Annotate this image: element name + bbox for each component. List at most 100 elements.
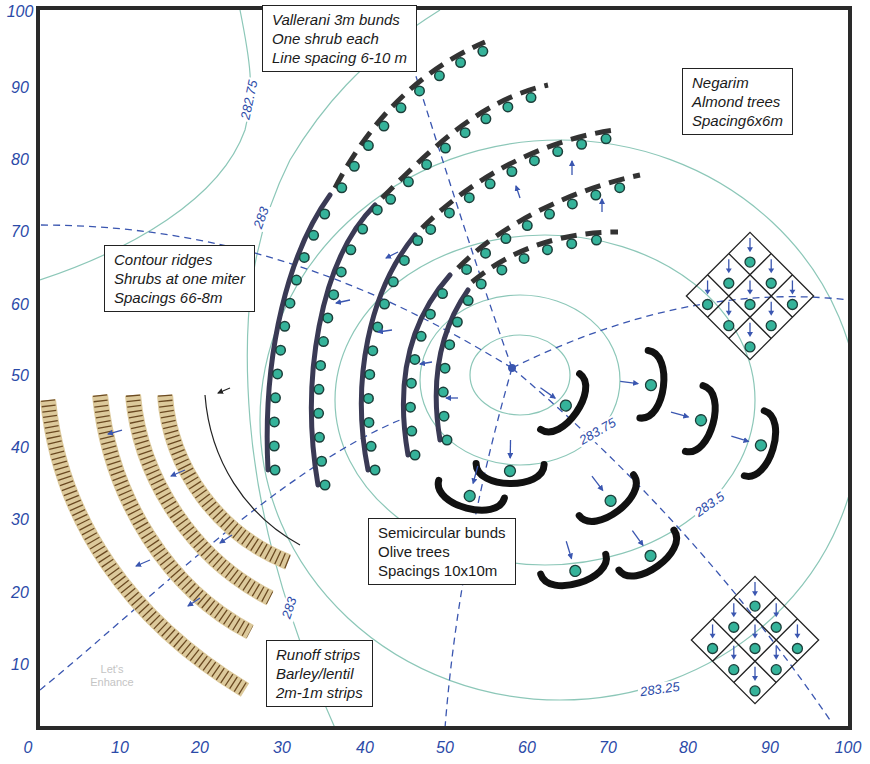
runoff-strip-ground	[48, 395, 288, 690]
flow-arrow	[188, 598, 200, 606]
summit-point	[508, 364, 516, 372]
negarim-cell	[734, 323, 765, 354]
axis-number: 20	[11, 584, 29, 602]
flow-arrow	[378, 330, 392, 332]
negarim-cell	[761, 603, 792, 634]
flow-arrow	[108, 430, 122, 434]
axis-number: 20	[191, 739, 209, 757]
box-text: Runoff strips Barley/lentil 2m-1m strips	[276, 645, 363, 702]
axis-number: 100	[835, 739, 862, 757]
negarim-cell	[697, 624, 728, 655]
axis-number: 60	[518, 739, 536, 757]
contour-label: 282.75	[238, 77, 262, 123]
semicircular-bund	[662, 379, 722, 456]
axis-number: 80	[11, 151, 29, 169]
flow-lines	[40, 10, 848, 726]
contour-label: 283	[279, 593, 301, 622]
contour-ridge	[267, 195, 468, 485]
semicircular-bund	[521, 360, 596, 441]
practice-box: Negarim Almond trees Spacing6x6m	[682, 68, 793, 135]
semicircular-bund	[721, 404, 782, 482]
shrub-dot	[274, 195, 475, 485]
negarim-cell	[777, 280, 808, 311]
shrub-outline	[338, 49, 643, 289]
flow-arrow	[571, 161, 572, 175]
contour-label: 283.5	[691, 488, 730, 521]
contour-lines	[40, 10, 848, 726]
axis-number: 90	[11, 79, 29, 97]
axis-number: 90	[761, 739, 779, 757]
negarim-cell	[718, 603, 749, 634]
box-text: Negarim Almond trees Spacing6x6m	[692, 73, 783, 130]
negarim-cell	[718, 646, 749, 677]
negarim-grid	[686, 232, 813, 359]
shrub-dot	[338, 49, 643, 289]
negarim-ridges	[691, 576, 818, 703]
axis-number: 10	[111, 739, 129, 757]
axis-number: 80	[679, 739, 697, 757]
semicircular-bund	[616, 348, 667, 421]
negarim-cell	[713, 259, 744, 290]
flow-arrow	[171, 470, 185, 476]
contour-label: 283	[251, 203, 274, 232]
axis-number: 50	[11, 367, 29, 385]
runoff-boundary-line	[205, 395, 300, 545]
map-body	[40, 10, 848, 726]
negarim-cell	[739, 667, 770, 698]
flow-arrow	[420, 362, 432, 364]
runoff-strip-hatch	[48, 395, 288, 690]
semicircular-bund	[565, 456, 645, 532]
flow-arrow	[136, 560, 150, 566]
negarim-cell	[692, 280, 723, 311]
semicircular-bund	[534, 531, 612, 592]
negarim-cell	[761, 646, 792, 677]
negarim-cell	[734, 280, 765, 311]
axis-number: 40	[356, 739, 374, 757]
pointer-arrow	[218, 388, 230, 393]
axis-number: 100	[7, 3, 34, 21]
negarim-cell	[739, 624, 770, 655]
axis-number: 50	[436, 739, 454, 757]
watermark: Let's Enhance	[86, 663, 138, 688]
flow-arrow	[516, 186, 520, 198]
box-text: Contour ridges Shrubs at one miter Spaci…	[114, 250, 245, 307]
flow-arrow	[336, 300, 350, 303]
negarim-cell	[734, 238, 765, 269]
axis-number: 40	[11, 439, 29, 457]
flow-arrow	[601, 199, 602, 212]
axis-number: 30	[273, 739, 291, 757]
negarim-cell	[756, 259, 787, 290]
flow-arrow	[446, 397, 458, 398]
box-text: Vallerani 3m bunds One shrub each Line s…	[272, 10, 407, 67]
practice-box: Contour ridges Shrubs at one miter Spaci…	[104, 245, 255, 312]
ridge-shrubs	[274, 195, 475, 485]
semicircular-bund	[476, 439, 545, 484]
semicircular-bund	[605, 511, 686, 586]
negarim-cell	[713, 302, 744, 333]
practice-box: Vallerani 3m bunds One shrub each Line s…	[262, 5, 417, 72]
shrub-outline	[274, 195, 475, 485]
negarim-cell	[739, 582, 770, 613]
negarim-grid	[691, 576, 818, 703]
axis-number: 60	[11, 296, 29, 314]
axis-number: 70	[11, 223, 29, 241]
contour-label: 283.25	[637, 680, 682, 701]
semicircular-bund	[434, 457, 511, 517]
flow-arrow	[386, 252, 398, 258]
axis-number: 70	[599, 739, 617, 757]
vallerani-bund	[335, 42, 640, 282]
flow-arrow	[220, 535, 232, 543]
bund-shrubs	[338, 49, 643, 289]
runoff-arrows	[108, 161, 602, 606]
negarim-ridges	[686, 232, 813, 359]
map-frame	[38, 8, 850, 728]
negarim-cell	[782, 624, 813, 655]
practice-box: Semicircular bunds Olive trees Spacings …	[368, 518, 516, 585]
negarim-cell	[756, 302, 787, 333]
practice-box: Runoff strips Barley/lentil 2m-1m strips	[266, 640, 373, 707]
axis-number: 0	[24, 739, 33, 757]
box-text: Semicircular bunds Olive trees Spacings …	[378, 523, 506, 580]
axis-number: 30	[11, 511, 29, 529]
axis-number: 10	[11, 656, 29, 674]
